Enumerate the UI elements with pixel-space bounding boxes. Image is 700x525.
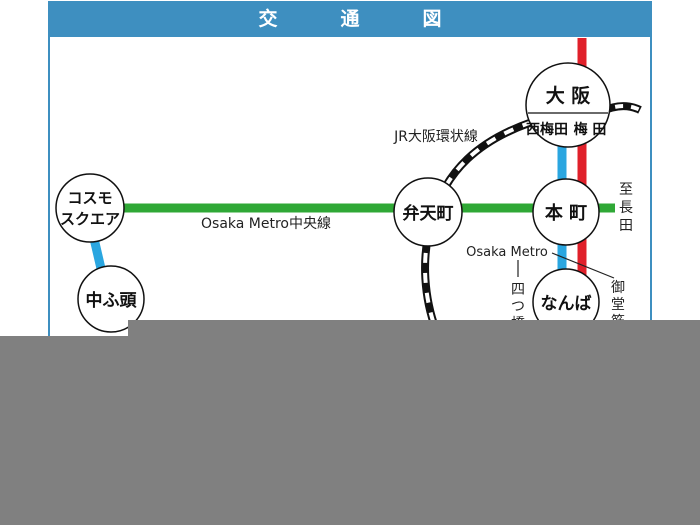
- station-osaka-label: 大 阪: [546, 84, 592, 107]
- station-nakafuto-label: 中ふ頭: [86, 290, 138, 311]
- station-osaka-umeda: 大 阪 西梅田 梅 田: [525, 62, 611, 148]
- chuo-line-label: Osaka Metro中央線: [201, 216, 331, 232]
- station-cosmo-label-1: コスモ: [67, 189, 112, 207]
- nagata-char-1: 至: [619, 182, 633, 198]
- station-bentencho-label: 弁天町: [403, 203, 454, 224]
- station-umeda-label: 梅 田: [574, 121, 607, 138]
- nagata-char-3: 田: [619, 218, 633, 234]
- station-namba: なんば: [532, 268, 600, 336]
- station-cosmo-label-2: スクエア: [60, 210, 120, 228]
- station-nakafuto: 中ふ頭: [77, 265, 145, 333]
- metro-prefix-label: Osaka Metro: [466, 245, 548, 260]
- midosuji-char-2: 堂: [611, 297, 625, 313]
- gray-overlay-top: [128, 320, 700, 336]
- station-nishiumeda-label: 西梅田: [526, 121, 568, 138]
- station-honmachi: 本 町: [532, 178, 600, 246]
- yotsubashi-char-2: つ: [511, 299, 525, 315]
- midosuji-char-1: 御: [611, 280, 625, 296]
- jr-loop-label: JR大阪環状線: [393, 129, 478, 145]
- yotsubashi-char-1: 四: [511, 282, 525, 298]
- nagata-char-2: 長: [619, 200, 633, 216]
- station-cosmo-square: コスモ スクエア: [55, 173, 125, 243]
- station-namba-label: なんば: [541, 294, 592, 314]
- station-bentencho: 弁天町: [393, 177, 463, 247]
- gray-overlay: [0, 336, 700, 525]
- map-frame: [48, 1, 652, 525]
- map-title: 交 通 図: [48, 1, 652, 37]
- station-honmachi-label: 本 町: [545, 202, 587, 224]
- midosuji-pointer: [551, 252, 615, 279]
